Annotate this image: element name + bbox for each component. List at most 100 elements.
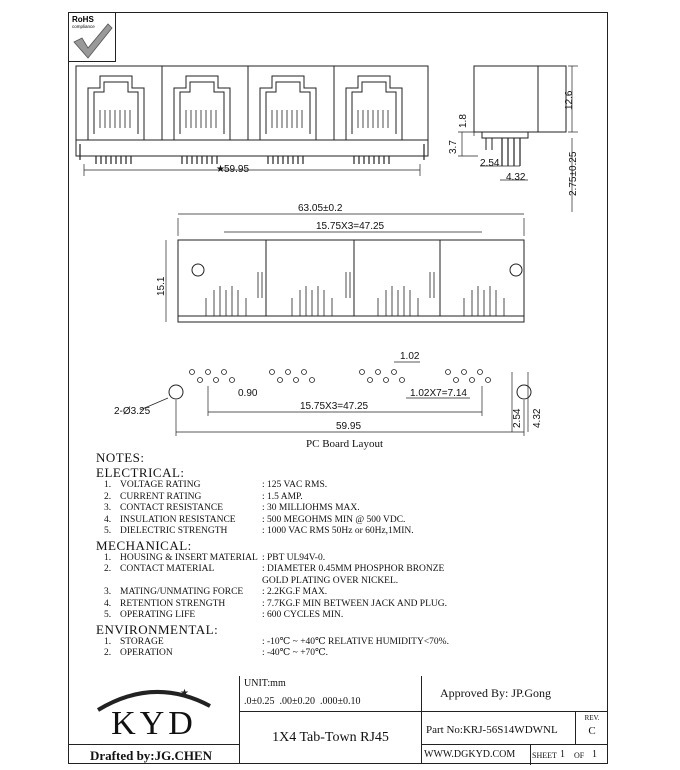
electrical-heading: ELECTRICAL: [96,465,185,480]
rohs-badge: RoHS compliance [68,12,116,62]
electrical-list: 1. VOLTAGE RATING : 125 VAC RMS. 2.CURRENT … [96,480,596,538]
connector-drawing: 59.95 ★ 12.6 1.8 3.7 2.54 4.32 2.75±0.25… [75,65,579,450]
kyd-logo: ★ KYD [96,688,211,742]
mechanical-item-value: : 600 CYCLES MIN. [262,610,344,620]
of-label: OF [574,751,585,760]
environmental-item-value: : -40℃ ~ +70℃. [262,648,329,658]
jack-port-2 [173,75,231,140]
dim-pcb-hole: 0.90 [238,388,258,399]
rev-label: REV. [584,714,600,722]
mechanical-list: 1.HOUSING & INSERT MATERIAL: PBT UL94V-0… [96,553,596,622]
electrical-item-label: VOLTAGE RATING [120,480,201,490]
rev-value: C [588,725,596,737]
jack-port-4 [345,75,403,140]
notes-section: NOTES: ELECTRICAL: 1. VOLTAGE RATING : 125… [96,450,596,660]
dim-side-depth: 4.32 [506,172,526,183]
electrical-item: 1. VOLTAGE RATING : 125 VAC RMS. [96,480,596,492]
approved-by: Approved By: JP.Gong [422,676,608,712]
mechanical-item-value: : 7.7KG.F MIN BETWEEN JACK AND PLUG. [262,598,447,609]
mechanical-item: 3. MATING/UNMATING FORCE : 2.2KG.F MAX. [96,587,596,599]
pcb-caption: PC Board Layout [306,438,383,450]
mechanical-item-value: : DIAMETER 0.45MM PHOSPHOR BRONZE [262,564,445,574]
mechanical-item-n: 1. [104,552,112,563]
pcb-layout [139,361,532,436]
environmental-item-n: 1. [104,636,112,647]
svg-text:★: ★ [216,164,225,175]
environmental-item-label: STORAGE [120,636,164,647]
dim-side-pitch: 2.54 [480,158,500,169]
checkmark-icon [73,23,113,59]
electrical-item-label: DIELECTRIC STRENGTH [120,526,228,536]
mechanical-heading: MECHANICAL: [96,537,192,553]
part-number: Part No:KRJ-56S14WDWNL [422,712,576,744]
electrical-item-label: INSULATION RESISTANCE [120,514,236,525]
mechanical-item-continuation: GOLD PLATING OVER NICKEL. [96,576,596,588]
electrical-item: 5.DIELECTRIC STRENGTH: 1000 VAC RMS 50Hz… [96,526,596,538]
electrical-item: 4. INSULATION RESISTANCE : 500 MEGOHMS MIN… [96,515,596,527]
mechanical-item-n: 4. [104,598,112,609]
electrical-item: 2.CURRENT RATING: 1.5 AMP. [96,492,596,504]
mechanical-item-label: RETENTION STRENGTH [120,598,226,609]
notes-title: NOTES: [96,450,145,465]
dim-pcb-width: 59.95 [336,421,361,432]
dim-side-height: 12.6 [564,90,575,110]
electrical-item-label: CONTACT RESISTANCE [120,503,224,513]
mechanical-item-n: 2. [104,564,112,574]
mechanical-item: 4. RETENTION STRENGTH : 7.7KG.F MIN BETWEE… [96,599,596,611]
mechanical-item: 5. OPERATING LIFE : 600 CYCLES MIN. [96,610,596,622]
dim-pcb-mount: 2-Ø3.25 [114,406,151,417]
footer-cell: WWW.DGKYD.COM SHEET 1 OF 1 [422,744,608,765]
dim-side-pin: 2.75±0.25 [568,151,579,196]
electrical-item-n: 2. [104,491,112,502]
rohs-subtitle: compliance [72,24,95,29]
dim-pcb-pitch: 15.75X3=47.25 [300,401,369,412]
environmental-item: 1. STORAGE : -10℃ ~ +40℃ RELATIVE HUMIDITY… [96,637,596,649]
electrical-item-n: 5. [104,526,112,536]
dim-front-width: 59.95 [224,164,249,175]
mechanical-item-value: : 2.2KG.F MAX. [262,587,328,597]
mechanical-item-cont: GOLD PLATING OVER NICKEL. [262,575,399,586]
environmental-item-value: : -10℃ ~ +40℃ RELATIVE HUMIDITY<70%. [262,636,449,647]
dim-bottom-pitch: 15.75X3=47.25 [316,221,385,232]
dim-side-tab: 1.8 [458,114,469,128]
dim-bottom-height: 15.1 [156,276,167,296]
logo-cell: ★ KYD [68,676,240,744]
unit-cell: UNIT:mm .0±0.25 .00±0.20 .000±0.10 [240,676,422,712]
front-view [75,65,429,176]
rev-cell: REV. C [576,712,608,744]
mechanical-item: 1.HOUSING & INSERT MATERIAL: PBT UL94V-0… [96,553,596,565]
dim-pcb-row: 1.02X7=7.14 [410,388,467,399]
mechanical-item-value: : PBT UL94V-0. [262,552,326,563]
side-view [458,65,578,212]
environmental-list: 1. STORAGE : -10℃ ~ +40℃ RELATIVE HUMIDITY… [96,637,596,660]
dim-side-base: 3.7 [448,140,459,154]
jack-port-3 [259,75,317,140]
environmental-item-label: OPERATION [120,648,173,658]
rohs-title: RoHS [72,15,94,24]
sheet-number: 1 [560,749,565,760]
electrical-item-value: : 30 MILLIOHMS MAX. [262,503,360,513]
electrical-item-value: : 125 VAC RMS. [262,480,328,490]
electrical-item-value: : 1.5 AMP. [262,491,303,502]
dim-bottom-width: 63.05±0.2 [298,203,343,214]
mechanical-item-label: MATING/UNMATING FORCE [120,587,244,597]
electrical-item-n: 1. [104,480,112,490]
title-block: ★ KYD Drafted by:JG.CHEN UNIT:mm .0±0.25… [68,676,608,765]
dim-pcb-v1: 2.54 [512,408,523,428]
drawing-frame [68,12,608,764]
environmental-item: 2. OPERATION : -40℃ ~ +70℃. [96,648,596,660]
unit-label: UNIT:mm [244,678,286,689]
environmental-item-n: 2. [104,648,112,658]
mechanical-item-label: OPERATING LIFE [120,610,196,620]
star-icon: ★ [180,688,189,699]
sheet-label: SHEET [532,751,557,760]
electrical-item-value: : 500 MEGOHMS MIN @ 500 VDC. [262,514,406,525]
logo-text: KYD [111,705,197,742]
mechanical-item-n: 5. [104,610,112,620]
website: WWW.DGKYD.COM [424,749,516,760]
mechanical-item-n: 3. [104,587,112,597]
mechanical-item-label: CONTACT MATERIAL [120,564,215,574]
bottom-view [165,213,525,323]
electrical-item-n: 4. [104,514,112,525]
dim-pcb-pitch-small: 1.02 [400,351,420,362]
